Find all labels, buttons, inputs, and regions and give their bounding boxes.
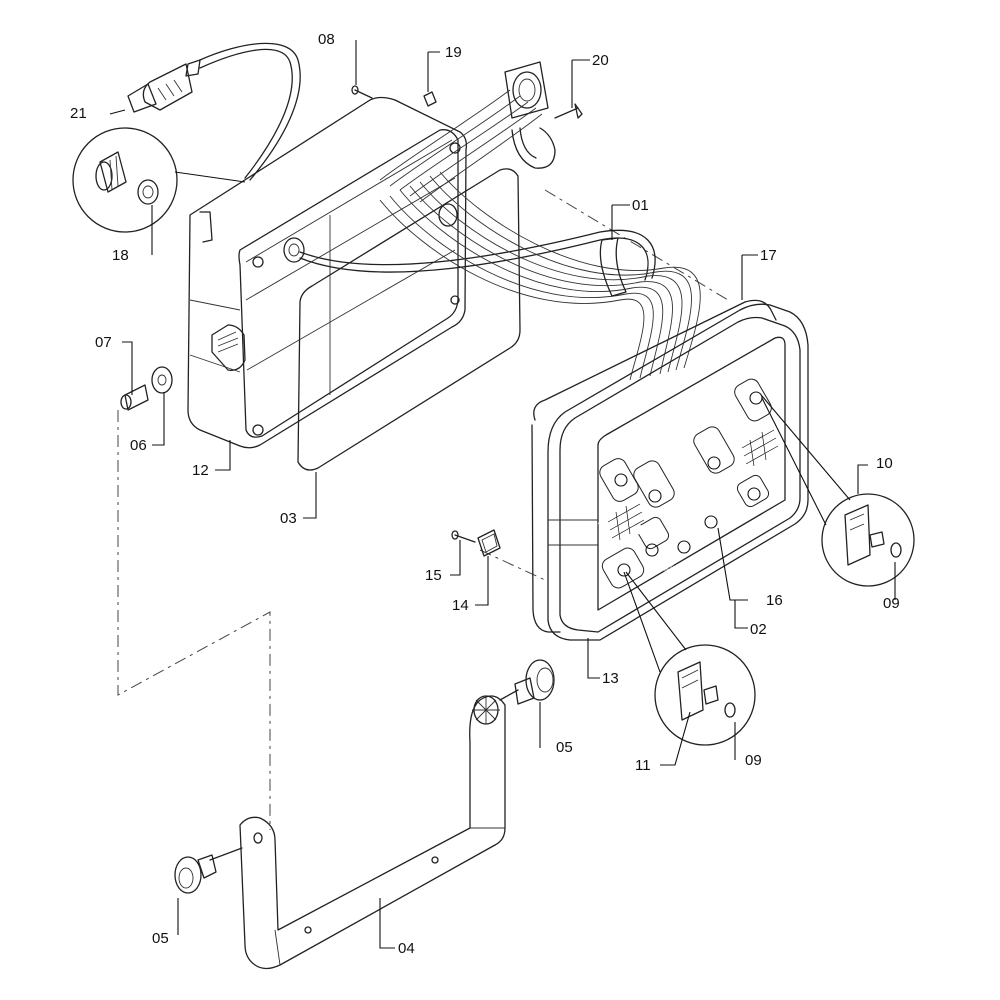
screws-top bbox=[351, 85, 437, 107]
part-labels: 01 02 03 04 05 05 06 07 08 09 09 10 11 1… bbox=[70, 31, 900, 957]
label-20: 20 bbox=[592, 52, 609, 69]
label-15: 15 bbox=[425, 567, 442, 584]
knob-lower bbox=[174, 847, 243, 894]
detail-circle-switch-11 bbox=[623, 571, 756, 746]
label-12: 12 bbox=[192, 462, 209, 479]
label-05-lower: 05 bbox=[152, 930, 169, 947]
gasket-outline bbox=[297, 168, 521, 471]
label-03: 03 bbox=[280, 510, 297, 527]
label-21: 21 bbox=[70, 105, 87, 122]
washer-and-spacer bbox=[120, 366, 173, 411]
label-09-lower: 09 bbox=[745, 752, 762, 769]
label-13: 13 bbox=[602, 670, 619, 687]
detail-circle-switch-10 bbox=[761, 395, 915, 587]
knob-upper bbox=[499, 659, 555, 705]
label-16: 16 bbox=[766, 592, 783, 609]
clip-and-screw bbox=[451, 529, 501, 557]
label-10: 10 bbox=[876, 455, 893, 472]
brand-text: Electric Control bbox=[650, 363, 735, 420]
detail-circle-gland bbox=[72, 127, 246, 233]
rear-housing bbox=[187, 96, 468, 449]
label-17: 17 bbox=[760, 247, 777, 264]
leader-lines bbox=[109, 40, 896, 949]
label-07: 07 bbox=[95, 334, 112, 351]
assembly-lines bbox=[117, 189, 729, 830]
u-bracket bbox=[239, 695, 506, 970]
label-14: 14 bbox=[452, 597, 469, 614]
label-04: 04 bbox=[398, 940, 415, 957]
wiring-harness bbox=[127, 42, 701, 381]
label-01: 01 bbox=[632, 197, 649, 214]
label-02: 02 bbox=[750, 621, 767, 638]
label-11: 11 bbox=[635, 757, 651, 774]
label-19: 19 bbox=[445, 44, 462, 61]
label-05-upper: 05 bbox=[556, 739, 573, 756]
label-06: 06 bbox=[130, 437, 147, 454]
label-08: 08 bbox=[318, 31, 335, 48]
label-09-right: 09 bbox=[883, 595, 900, 612]
rear-connector bbox=[504, 61, 583, 169]
model-text: JEC 2040 bbox=[703, 395, 725, 411]
label-18: 18 bbox=[112, 247, 129, 264]
front-panel-housing bbox=[531, 299, 809, 641]
logo-text: jacto bbox=[662, 563, 675, 574]
